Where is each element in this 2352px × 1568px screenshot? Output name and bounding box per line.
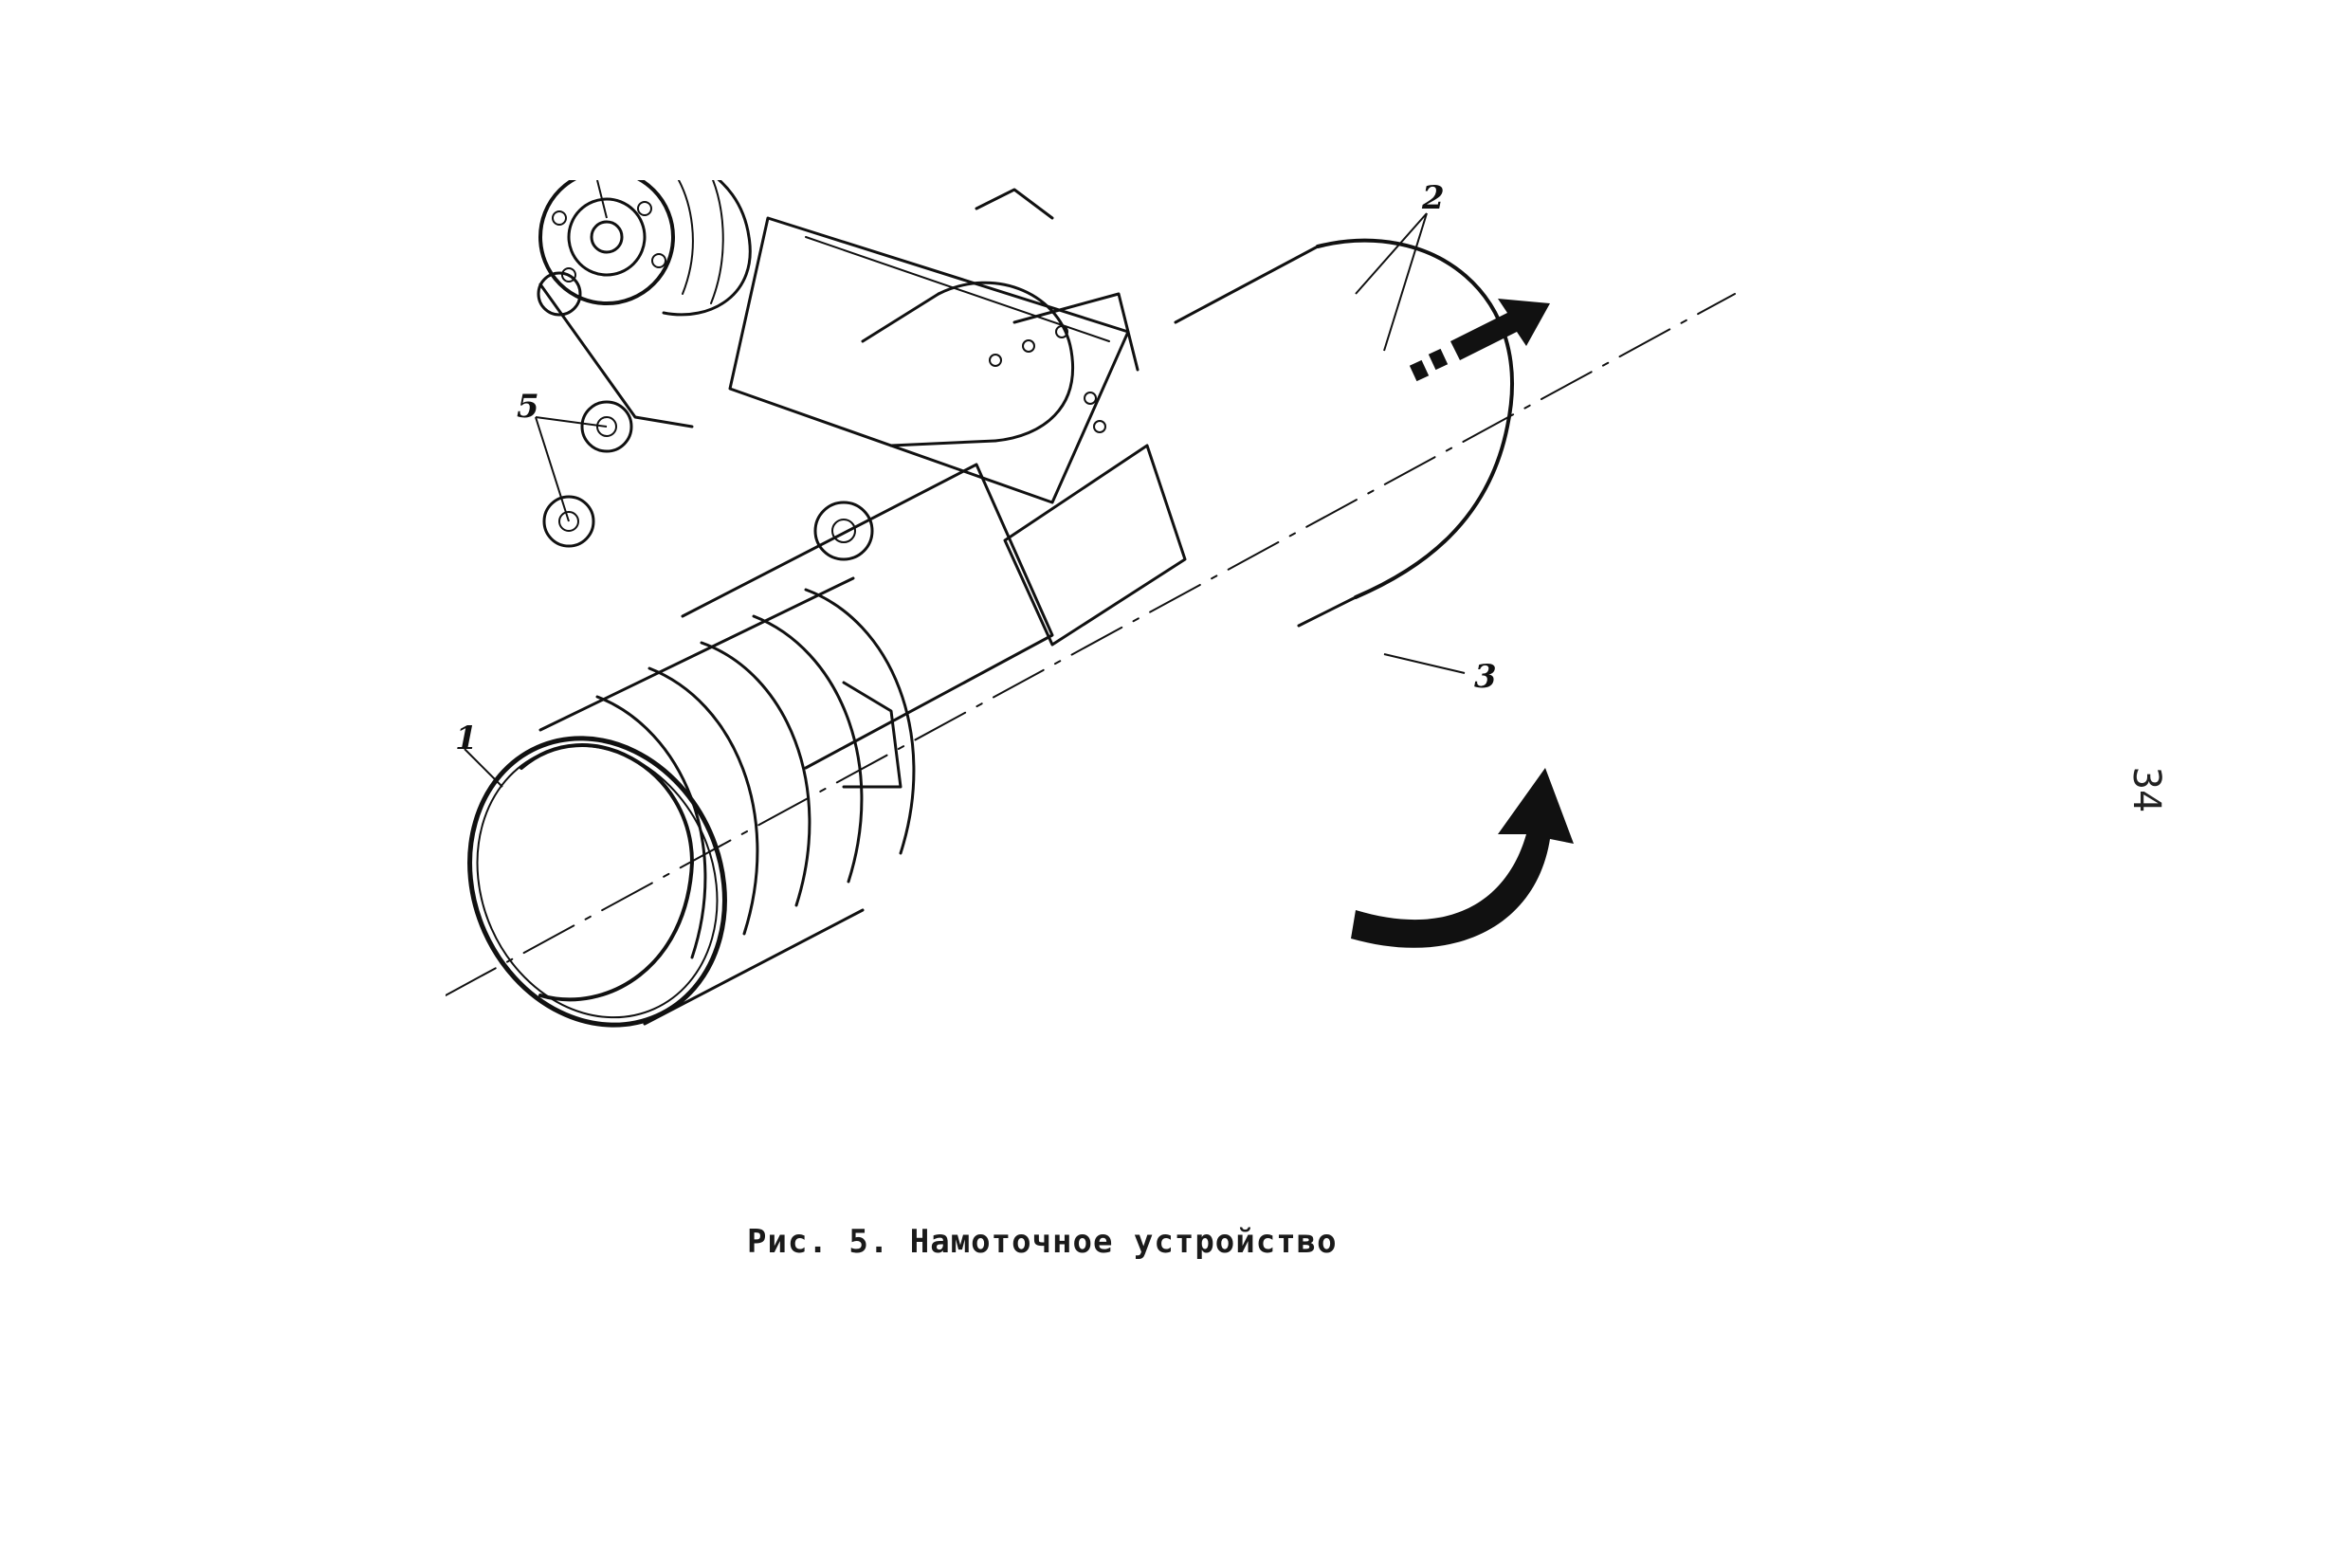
callout-5: 5 (517, 388, 539, 426)
pipe-axis-line (446, 293, 1736, 996)
tape-band (681, 281, 1074, 770)
figure-caption: Рис. 5. Намоточное устройство (747, 1223, 1338, 1261)
callout-1: 1 (455, 720, 478, 757)
callout-2: 2 (1421, 180, 1445, 217)
winding-device-figure: 1 2 3 4 5 (446, 180, 1773, 1119)
pressure-rollers (542, 400, 633, 548)
page-number: 34 (2124, 766, 2169, 813)
pipe-right-section (1174, 238, 1514, 628)
direction-arrow-rotation (1351, 768, 1574, 948)
frame-carriage (728, 188, 1187, 789)
callout-leaders (464, 180, 1466, 788)
drive-housing (537, 180, 752, 428)
pipe-left-wrapped (467, 576, 916, 1028)
direction-arrow-linear (1409, 299, 1550, 382)
callout-3: 3 (1474, 658, 1497, 696)
winding-device-drawing: 1 2 3 4 5 (446, 180, 1736, 1028)
